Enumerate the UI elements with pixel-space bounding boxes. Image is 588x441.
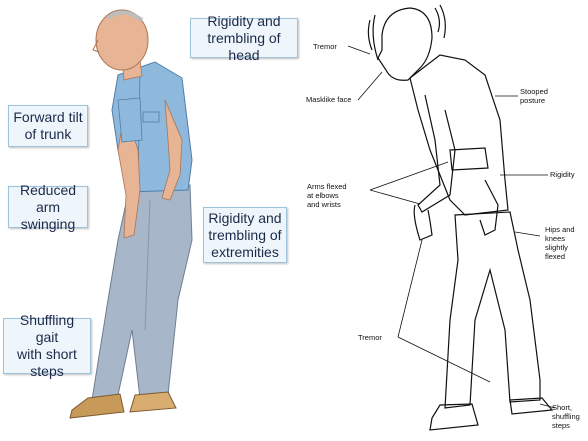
label-short-steps: Short, shuffling steps <box>552 403 580 430</box>
left-shoe <box>69 393 125 419</box>
left-illustration-panel: Rigidity and trembling of head Forward t… <box>3 9 298 419</box>
label-rigidity: Rigidity <box>550 170 575 179</box>
label-masklike-face: Masklike face <box>306 95 352 104</box>
label-hips-knees: Hips and knees slightly flexed <box>545 225 575 261</box>
line-drawing-patient-figure <box>347 4 556 431</box>
callout-head: Rigidity and trembling of head <box>190 13 298 63</box>
back-arm <box>161 99 183 201</box>
label-tremor-head: Tremor <box>313 42 337 51</box>
colored-patient-figure <box>69 9 193 419</box>
line-shoe-back <box>509 397 554 415</box>
label-stooped-posture: Stooped posture <box>520 87 548 105</box>
line-shoe-front <box>429 403 479 431</box>
callout-gait: Shuffling gait with short steps <box>3 312 91 379</box>
callout-trunk: Forward tilt of trunk <box>8 105 88 147</box>
label-tremor-hand: Tremor <box>358 333 382 342</box>
callout-extremities: Rigidity and trembling of extremities <box>203 207 287 263</box>
right-illustration-panel: Tremor Masklike face Stooped posture Rig… <box>300 0 588 441</box>
trousers <box>91 184 193 401</box>
line-trousers <box>444 211 541 409</box>
line-arm <box>417 94 456 213</box>
head <box>95 9 149 71</box>
line-jacket <box>409 54 509 216</box>
callout-arm: Reduced arm swinging <box>8 182 88 232</box>
line-head <box>377 7 433 81</box>
label-arms-flexed: Arms flexed at elbows and wrists <box>307 182 347 209</box>
right-shoe <box>129 391 177 413</box>
